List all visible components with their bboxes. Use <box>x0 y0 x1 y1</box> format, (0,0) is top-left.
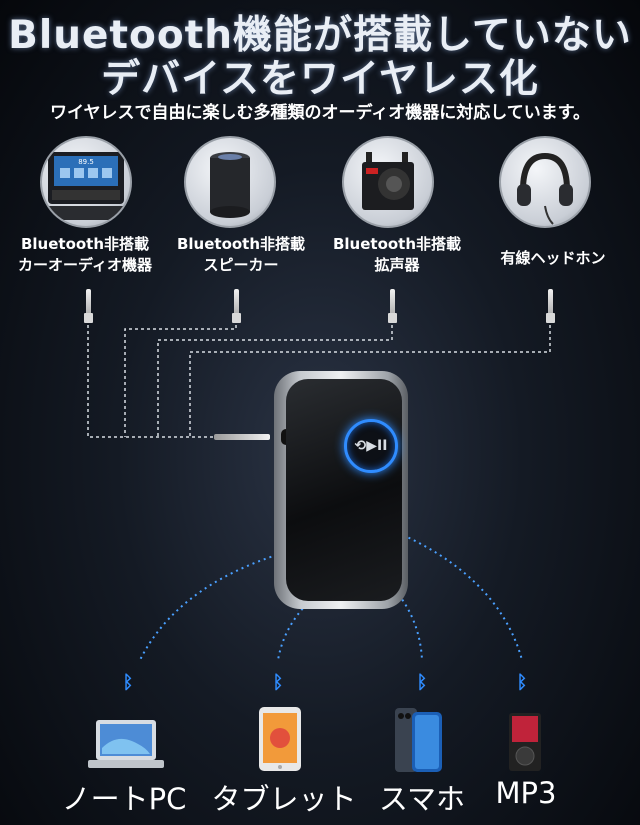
source-label-car-stereo: Bluetooth非搭載カーオーディオ機器 <box>18 235 152 274</box>
mp3-player-icon <box>509 713 541 771</box>
headphones-icon <box>499 136 591 228</box>
smartphone-icon <box>395 708 442 772</box>
headline-line-1: Bluetooth機能が搭載していない <box>8 13 632 58</box>
audio-plug <box>232 289 241 323</box>
bluetooth-icon: ᛒ <box>516 672 528 693</box>
receiver-face: ⟲▶II <box>286 379 402 601</box>
bluetooth-receiver: ⟲▶II <box>274 371 408 609</box>
audio-plug <box>388 289 397 323</box>
bluetooth-icon: ᛒ <box>416 672 428 693</box>
target-label-laptop: ノートPC <box>61 782 187 816</box>
laptop-icon <box>88 720 164 768</box>
source-label-headphones: 有線ヘッドホン <box>500 249 606 267</box>
bluetooth-icon: ᛒ <box>272 672 284 693</box>
source-label-speaker: Bluetooth非搭載スピーカー <box>176 235 306 274</box>
audio-plug <box>84 289 93 323</box>
audio-plug-horizontal <box>214 434 270 440</box>
audio-plug <box>546 289 555 323</box>
speaker-icon <box>184 136 276 228</box>
headline-line-2: デバイスをワイヤレス化 <box>101 57 539 102</box>
tablet-icon <box>259 707 301 771</box>
car-screen-value: 89.5 <box>78 158 94 166</box>
source-label-megaphone: Bluetooth非搭載拡声器 <box>332 235 462 274</box>
bluetooth-icon: ᛒ <box>122 672 134 693</box>
target-label-smartphone: スマホ <box>378 782 466 816</box>
target-label-mp3: MP3 <box>495 776 557 810</box>
multifunction-button[interactable]: ⟲▶II <box>344 419 398 473</box>
megaphone-icon <box>342 136 434 228</box>
subtitle: ワイヤレスで自由に楽しむ多種類のオーディオ機器に対応しています。 <box>49 103 591 123</box>
target-label-tablet: タブレット <box>211 782 357 816</box>
car-stereo-icon: 89.5 <box>40 136 132 228</box>
